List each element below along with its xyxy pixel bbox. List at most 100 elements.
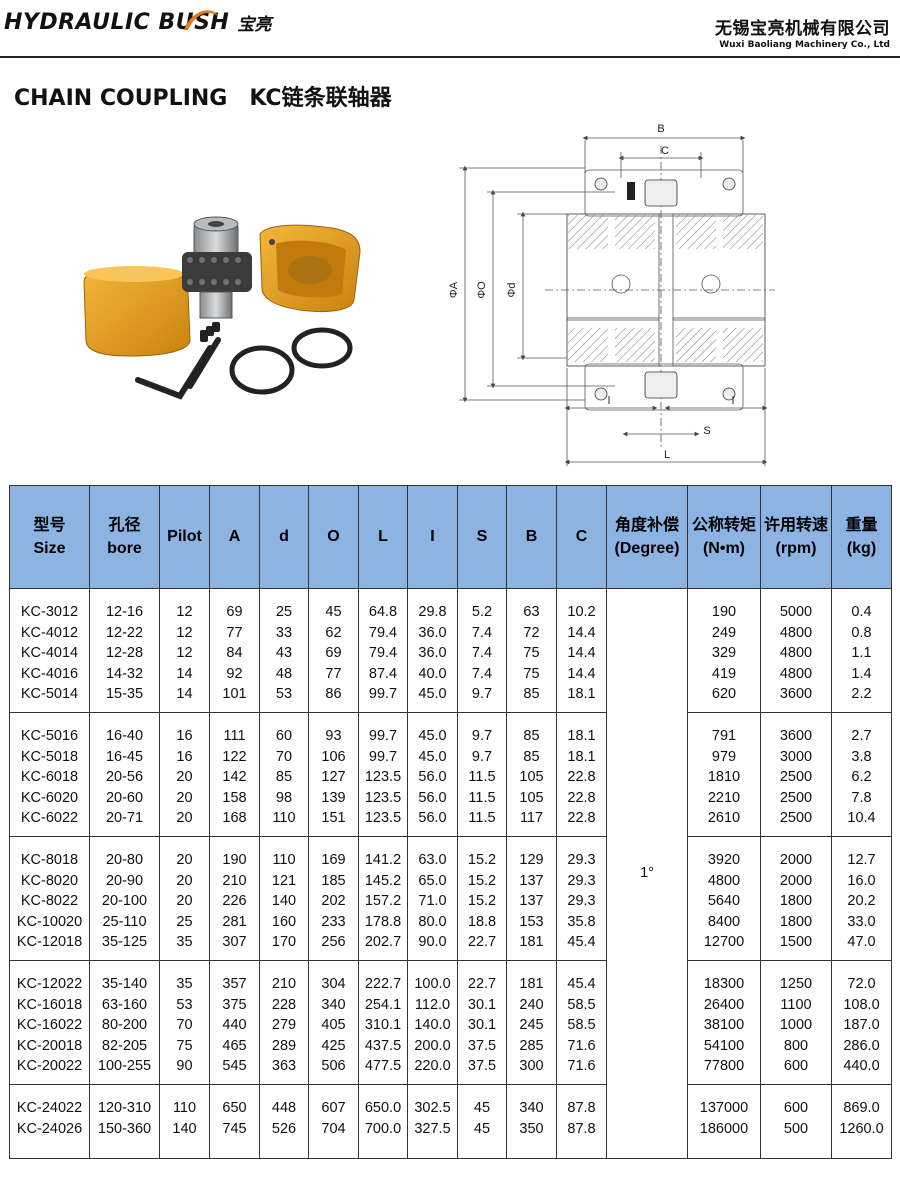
column-header: B — [506, 485, 557, 589]
cell-value: 329 — [711, 645, 737, 661]
column-header-en: A — [228, 528, 241, 546]
cell-value: 3600 — [779, 728, 813, 744]
cell-value: 791 — [711, 728, 737, 744]
cell-value: 300 — [519, 1058, 544, 1074]
cell-value: 600 — [783, 1100, 809, 1116]
cell-value: 60 — [275, 728, 293, 744]
cell-value: 15-35 — [105, 686, 144, 702]
cell-value: 110 — [272, 810, 296, 826]
column-header: 重量(kg) — [831, 485, 892, 589]
cell-value: 20 — [176, 852, 193, 868]
cell-value: 153 — [519, 913, 544, 930]
cell-value: 123.5 — [364, 769, 402, 785]
column-header-en: d — [279, 528, 289, 546]
cell-value: 54100 — [703, 1037, 745, 1054]
label-B: B — [657, 123, 664, 135]
cell-value: 100.0 — [414, 976, 451, 992]
cell-value: 286.0 — [843, 1037, 880, 1054]
cell-value: 310.1 — [364, 1017, 402, 1033]
cell-value: 169 — [321, 852, 346, 868]
cell-value: 53 — [275, 686, 293, 702]
cell-value: 249 — [711, 624, 737, 641]
degree-cell: 1° — [606, 588, 688, 1159]
cell-value: 18300 — [703, 976, 745, 992]
cell-value: 150-360 — [97, 1120, 152, 1137]
cell-value: 465 — [222, 1037, 247, 1054]
cell-value: 9.7 — [471, 748, 493, 765]
column-header-cn: 型号 — [33, 516, 66, 534]
page-header: HYDRAULIC BUSH 宝亮 无锡宝亮机械有限公司 Wuxi Baolia… — [0, 0, 900, 60]
cell-value: KC-3012 — [20, 604, 79, 620]
cell-value: 30.1 — [467, 996, 497, 1013]
cell-value: 7.4 — [471, 624, 493, 641]
column-header-cn: 重量 — [845, 516, 878, 534]
technical-drawing: B C ΦA ΦO Φd l l S L — [448, 123, 775, 466]
cell-value: 69 — [226, 604, 243, 620]
cell-value: 363 — [271, 1058, 297, 1074]
cell-value: 16 — [176, 728, 193, 744]
cell-value: 20-100 — [101, 893, 148, 909]
cell-value: 18.1 — [567, 748, 596, 765]
cell-value: 200.0 — [414, 1037, 451, 1054]
cell-value: 186000 — [699, 1120, 749, 1137]
cell-value: 3.8 — [851, 748, 872, 765]
cell-value: 181 — [519, 976, 544, 992]
cell-value: 18.1 — [567, 686, 596, 702]
cell-value: 245 — [519, 1017, 544, 1033]
cell-value: 281 — [222, 913, 247, 930]
cell-value: 79.4 — [368, 624, 398, 641]
cell-value: 202 — [321, 893, 346, 909]
cell-value: 700.0 — [364, 1120, 402, 1137]
cell-value: 375 — [222, 996, 247, 1013]
cell-value: 56.0 — [418, 769, 447, 785]
cell-value: 20 — [176, 810, 193, 826]
cell-value: 289 — [271, 1037, 297, 1054]
cell-value: KC-12018 — [16, 934, 83, 950]
cell-value: 77800 — [703, 1058, 745, 1074]
cell-value: 137000 — [699, 1100, 749, 1116]
cell-value: 20 — [176, 789, 193, 806]
cell-value: 87.4 — [368, 665, 398, 682]
cell-value: 80-200 — [101, 1017, 148, 1033]
cell-value: 140 — [172, 1120, 197, 1137]
cell-value: 82-205 — [101, 1037, 148, 1054]
cell-value: 2210 — [707, 789, 741, 806]
cell-value: 127 — [321, 769, 346, 785]
cell-value: 506 — [321, 1058, 346, 1074]
brand-name-cn: 宝亮 — [237, 15, 272, 35]
cell-value: 233 — [321, 913, 346, 930]
cell-value: 36.0 — [418, 624, 447, 641]
cell-value: KC-10020 — [16, 913, 83, 930]
cell-value: 18.1 — [567, 728, 596, 744]
cell-value: 210 — [271, 976, 297, 992]
cell-value: 35-125 — [101, 934, 148, 950]
cell-value: 650.0 — [364, 1100, 402, 1116]
cell-value: 0.4 — [851, 604, 872, 620]
cell-value: 3000 — [779, 748, 813, 765]
column-header-cn: 孔径 — [108, 516, 141, 534]
cell-value: KC-12022 — [16, 976, 83, 992]
logo-swoosh-icon — [184, 10, 218, 30]
column-header-en: (rpm) — [775, 540, 817, 557]
column-header-cn: 公称转矩 — [691, 516, 756, 534]
cell-value: 141.2 — [364, 852, 402, 868]
cell-value: 71.6 — [567, 1058, 596, 1074]
